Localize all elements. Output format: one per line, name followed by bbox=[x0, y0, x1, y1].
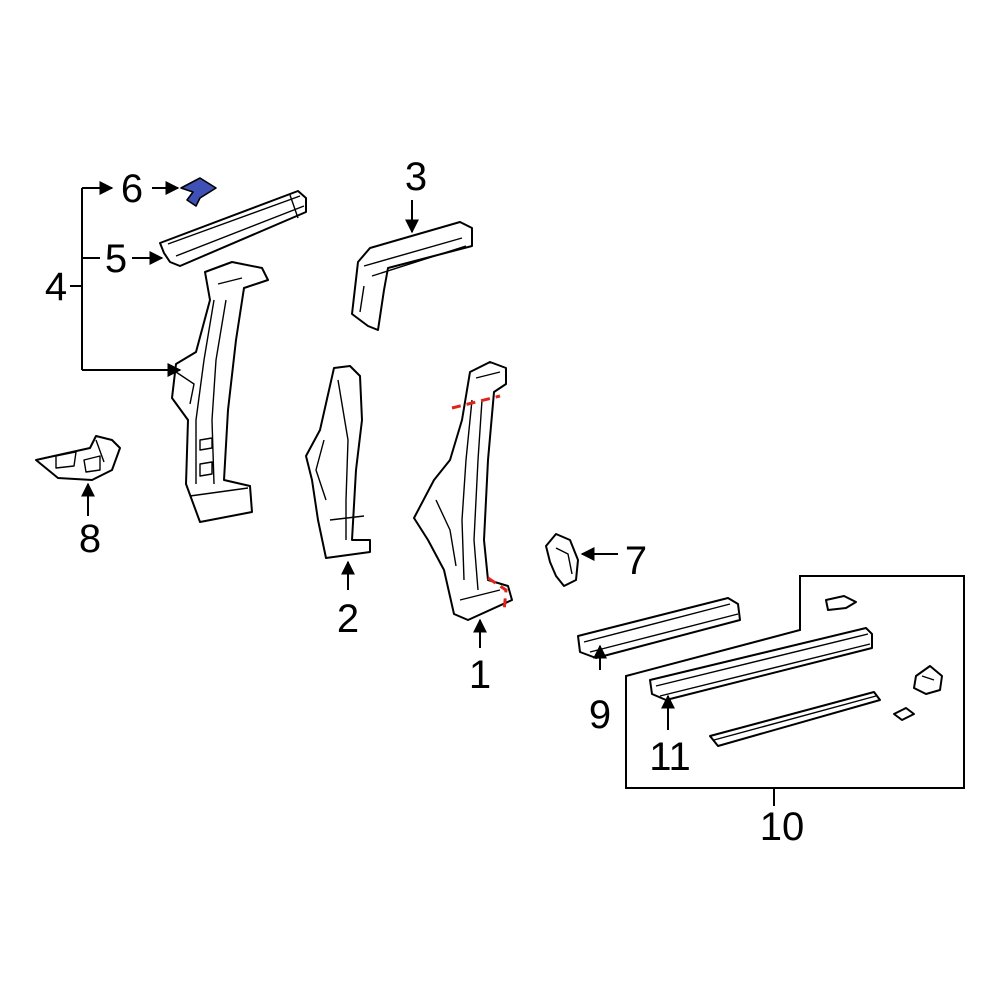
part-11-rocker-inner[interactable] bbox=[649, 627, 873, 701]
callout-1: 1 bbox=[469, 653, 491, 697]
part-10-lower-strip[interactable] bbox=[709, 691, 881, 747]
part-8-bracket[interactable] bbox=[35, 435, 121, 481]
part-3-rail-reinforcement[interactable] bbox=[351, 221, 473, 331]
callout-9: 9 bbox=[589, 693, 611, 737]
part-5-upper-rail[interactable] bbox=[159, 190, 307, 267]
part-7-bracket[interactable] bbox=[545, 533, 579, 587]
callout-2: 2 bbox=[337, 597, 359, 641]
callout-7: 7 bbox=[625, 539, 647, 583]
part-1-center-pillar[interactable] bbox=[413, 361, 513, 621]
part-10-small-clip[interactable] bbox=[825, 595, 857, 611]
leader-4-bracket bbox=[70, 188, 83, 370]
part-6-bracket[interactable] bbox=[180, 177, 217, 207]
callout-4: 4 bbox=[45, 265, 67, 309]
callout-5: 5 bbox=[105, 237, 127, 281]
callout-11: 11 bbox=[649, 735, 691, 779]
part-2-center-pillar-reinforcement[interactable] bbox=[305, 365, 371, 559]
part-9-rocker-rail[interactable] bbox=[577, 597, 741, 659]
callout-3: 3 bbox=[405, 155, 427, 199]
callout-6: 6 bbox=[121, 167, 143, 211]
part-10-tab[interactable] bbox=[893, 707, 915, 721]
callout-10: 10 bbox=[760, 805, 805, 849]
callout-8: 8 bbox=[79, 517, 101, 561]
part-10-bracket[interactable] bbox=[913, 665, 943, 695]
part-10-kit-box[interactable] bbox=[625, 575, 965, 789]
part-4-pillar-assembly[interactable] bbox=[171, 261, 269, 523]
